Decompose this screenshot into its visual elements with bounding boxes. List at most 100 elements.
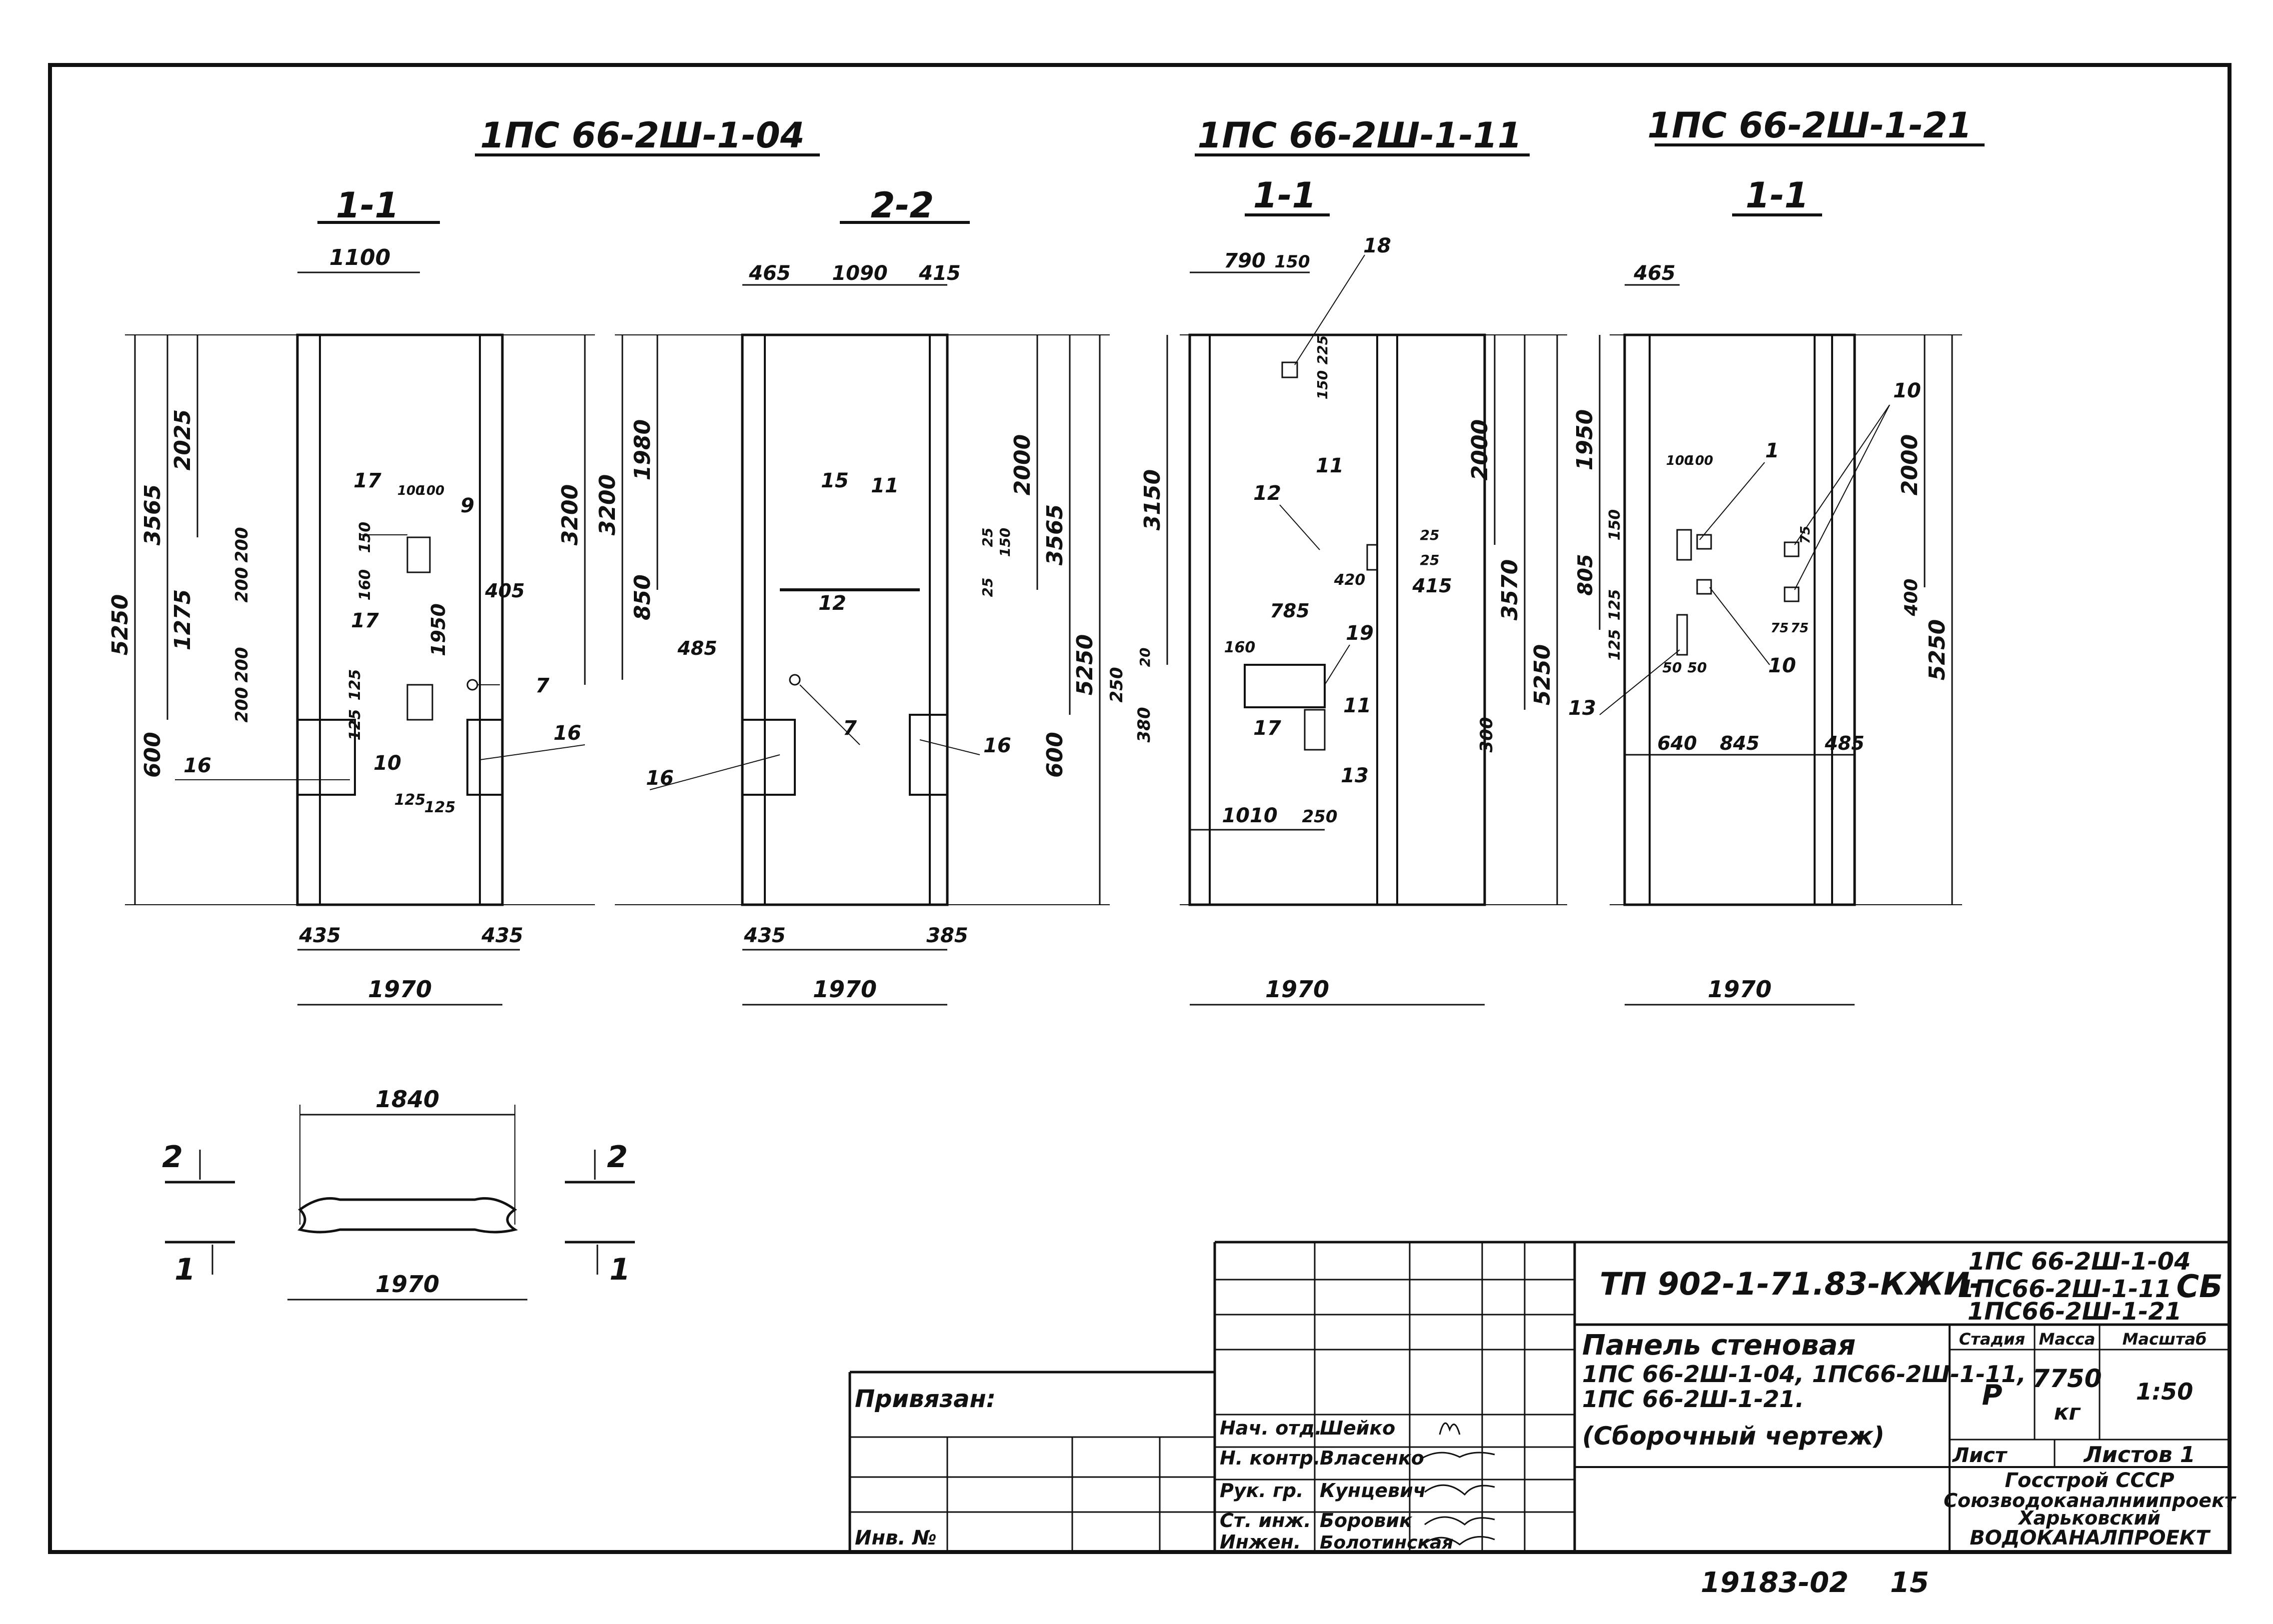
doc-suffix: СБ	[2177, 1268, 2223, 1305]
dim-200c: 200	[232, 647, 252, 683]
dim-1950b: 1950	[1572, 409, 1598, 470]
callout-16b: 16	[553, 722, 581, 745]
dim-3570: 3570	[1497, 559, 1523, 620]
dim-465b: 465	[1633, 262, 1676, 285]
dim-1100: 1100	[329, 245, 390, 270]
dim-785: 785	[1270, 600, 1309, 622]
dim-125c: 125	[394, 791, 426, 809]
dim-100a: 100	[397, 483, 424, 498]
role-3: Рук. гр.	[1220, 1480, 1304, 1502]
dim-1970d: 1970	[1708, 976, 1772, 1003]
dim-100b: 100	[417, 483, 444, 498]
dim-5250b: 5250	[1072, 634, 1098, 695]
callout-11: 11	[871, 474, 899, 497]
dim-415b: 415	[1412, 575, 1452, 597]
dim-5250c: 5250	[1530, 644, 1555, 705]
dim-1950: 1950	[427, 603, 449, 656]
person-5: Болотинская	[1320, 1533, 1453, 1553]
role-1: Нач. отд.	[1220, 1417, 1322, 1439]
dim-600: 600	[140, 732, 165, 778]
dim-435r: 435	[481, 924, 523, 947]
view-1-section: 1-1	[336, 185, 399, 226]
dim-100d: 100	[1686, 453, 1713, 468]
callout-7b: 7	[843, 717, 857, 740]
role-4: Ст. инж.	[1220, 1510, 1311, 1532]
dim-75c: 75	[1791, 621, 1809, 636]
dim-5250d: 5250	[1925, 619, 1950, 680]
dim-125f: 125	[1606, 629, 1624, 661]
view-1: 1ПС 66-2Ш-1-04 1-1 1100 5250 3565 2025 1…	[107, 115, 820, 1006]
callout-13b: 13	[1568, 697, 1596, 720]
callout-13: 13	[1341, 764, 1369, 787]
view-2-section: 2-2	[871, 185, 934, 226]
dim-150: 150	[356, 522, 374, 553]
cut-1-left: 1	[174, 1252, 195, 1287]
signature-3	[1424, 1484, 1495, 1496]
dim-400: 400	[1901, 578, 1922, 616]
dim-3565b: 3565	[1042, 504, 1068, 565]
doc-name-2: 1ПС 66-2Ш-1-04, 1ПС66-2Ш-1-11,	[1582, 1361, 2026, 1388]
sheet-frame	[48, 63, 2232, 1554]
doc-name-1: Панель стеновая	[1582, 1329, 1856, 1362]
dim-385: 385	[926, 924, 968, 947]
view-4: 1ПС 66-2Ш-1-21 1-1 465 1950 805 150 125 …	[1568, 105, 1985, 1006]
callout-12: 12	[818, 592, 846, 615]
view-3: 1ПС 66-2Ш-1-11 1-1 790 150 225 150 3150 …	[1107, 115, 1567, 1006]
callout-11c: 11	[1316, 454, 1344, 477]
dim-3150: 3150	[1140, 469, 1165, 530]
dim-125d: 125	[424, 799, 456, 816]
mark-2: 1ПС66-2Ш-1-11	[1958, 1275, 2172, 1303]
view-4-title: 1ПС 66-2Ш-1-21	[1648, 105, 1972, 146]
mark-3: 1ПС66-2Ш-1-21	[1968, 1298, 2182, 1326]
dim-3200b: 3200	[595, 474, 620, 535]
dim-790: 790	[1224, 249, 1266, 272]
dim-150c: 150	[1275, 252, 1310, 272]
dim-100c: 100	[1666, 453, 1693, 468]
doc-name-3: 1ПС 66-2Ш-1-21.	[1582, 1386, 1804, 1413]
footer-code: 19183-02	[1701, 1567, 1849, 1599]
hdr-scale: Масштаб	[2123, 1330, 2207, 1349]
dim-485b: 485	[1824, 732, 1864, 754]
scale-value: 1:50	[2136, 1378, 2193, 1405]
doc-code: ТП 902-1-71.83-КЖИ-	[1600, 1266, 1983, 1302]
dim-600b: 600	[1042, 732, 1068, 778]
dim-25a: 25	[979, 528, 996, 547]
dim-75b: 75	[1771, 621, 1789, 636]
dim-200b: 200	[232, 567, 252, 603]
dim-2000b: 2000	[1467, 419, 1493, 480]
callout-12b: 12	[1253, 482, 1281, 505]
dim-125a: 125	[346, 669, 364, 701]
dim-200a: 200	[232, 527, 252, 563]
dim-2000c: 2000	[1897, 434, 1923, 495]
dim-1090: 1090	[832, 262, 887, 285]
dim-300: 300	[1477, 717, 1497, 753]
plan-section: 1840 1970 2 2 1 1	[162, 1086, 635, 1301]
dim-2000: 2000	[1010, 434, 1035, 495]
dim-125e: 125	[1606, 589, 1624, 621]
callout-15: 15	[821, 469, 849, 492]
dim-405: 405	[484, 580, 524, 602]
plan-dim-1970: 1970	[375, 1271, 439, 1298]
dim-5250: 5250	[107, 594, 133, 655]
dim-20: 20	[1137, 648, 1153, 667]
person-4: Боровик	[1320, 1510, 1413, 1532]
signature-1	[1439, 1422, 1461, 1435]
dim-150b: 150	[997, 528, 1013, 557]
inv-label: Инв. №	[855, 1527, 937, 1550]
sheets-label: Листов 1	[2083, 1442, 2196, 1468]
dim-150e: 150	[1606, 509, 1624, 541]
callout-7: 7	[535, 674, 549, 697]
callout-19: 19	[1346, 622, 1374, 645]
dim-50b: 50	[1688, 659, 1707, 676]
dim-1970c: 1970	[1265, 976, 1329, 1003]
callout-16: 16	[183, 754, 211, 777]
view-3-section: 1-1	[1253, 175, 1316, 216]
callout-9: 9	[460, 494, 474, 517]
person-1: Шейко	[1320, 1417, 1395, 1439]
dim-225: 225	[1314, 335, 1331, 364]
dim-415: 415	[918, 262, 961, 285]
dim-850: 850	[630, 574, 655, 620]
footer-page: 15	[1890, 1567, 1929, 1599]
dim-1980: 1980	[630, 419, 655, 480]
callout-11d: 11	[1343, 694, 1371, 717]
